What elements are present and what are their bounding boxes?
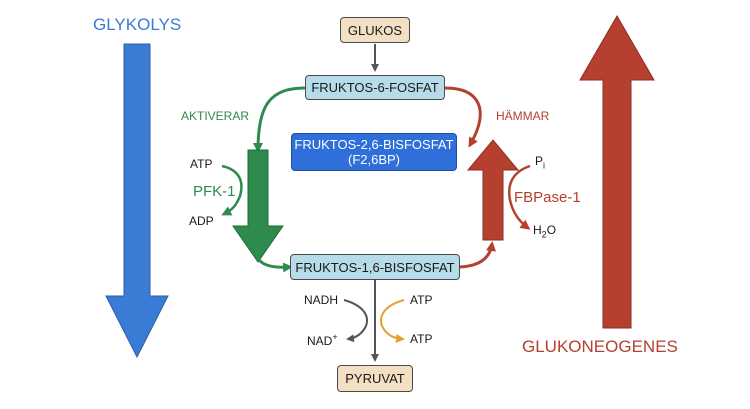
inhibition-curve — [444, 86, 482, 148]
nad-label: NAD+ — [307, 332, 338, 348]
fbpase1-arrow — [466, 139, 520, 241]
adp-out-label: ADP — [189, 214, 214, 228]
nad-sup: + — [332, 332, 338, 342]
pi-label: Pi — [535, 155, 545, 170]
atp-bottom-out-label: ATP — [410, 332, 433, 346]
f16bp-label: FRUKTOS-1,6-BISFOSFAT — [295, 259, 455, 275]
gluconeogenesis-arrow — [579, 15, 655, 329]
pi-h2o-curve — [508, 164, 531, 230]
f6p-label: FRUKTOS-6-FOSFAT — [311, 80, 439, 95]
pi-p: P — [535, 154, 544, 168]
f26bp-label: FRUKTOS-2,6-BISFOSFAT — [294, 137, 454, 152]
atp-in-label: ATP — [190, 157, 213, 171]
activates-label: AKTIVERAR — [181, 109, 250, 123]
h2o-o: O — [546, 223, 557, 237]
glycolysis-arrow — [105, 43, 169, 359]
nadh-curve — [343, 299, 368, 343]
activation-curve — [253, 86, 306, 153]
h2o-sub: 2 — [541, 229, 547, 240]
f6p-box: FRUKTOS-6-FOSFAT — [305, 75, 445, 100]
glukos-box: GLUKOS — [340, 17, 410, 43]
atp-orange-curve — [380, 299, 405, 343]
inhibits-label: HÄMMAR — [496, 109, 550, 123]
pi-sub: i — [543, 160, 546, 171]
nadh-label: NADH — [304, 293, 339, 307]
h2o-label: H2O — [533, 224, 556, 239]
nad-text: NAD — [307, 334, 333, 348]
pfk1-label: PFK-1 — [193, 183, 236, 200]
glycolysis-title: GLYKOLYS — [93, 15, 182, 34]
h2o-h: H — [533, 223, 542, 237]
gluconeogenesis-title: GLUKONEOGENES — [522, 337, 678, 356]
fbpase1-label: FBPase-1 — [514, 189, 581, 206]
pfk1-to-f16bp-curve — [256, 257, 293, 273]
pyruvat-label: PYRUVAT — [345, 371, 405, 386]
f26bp-box: FRUKTOS-2,6-BISFOSFAT (F2,6BP) — [291, 133, 457, 171]
atp-bottom-in-label: ATP — [410, 293, 433, 307]
f16bp-to-fbpase-curve — [459, 241, 496, 269]
glukos-label: GLUKOS — [347, 22, 403, 38]
f16bp-box: FRUKTOS-1,6-BISFOSFAT — [290, 254, 460, 280]
pyruvat-box: PYRUVAT — [337, 365, 413, 392]
atp-adp-curve — [221, 164, 243, 216]
f26bp-abbrev: (F2,6BP) — [347, 152, 400, 167]
pfk1-arrow — [232, 149, 284, 263]
